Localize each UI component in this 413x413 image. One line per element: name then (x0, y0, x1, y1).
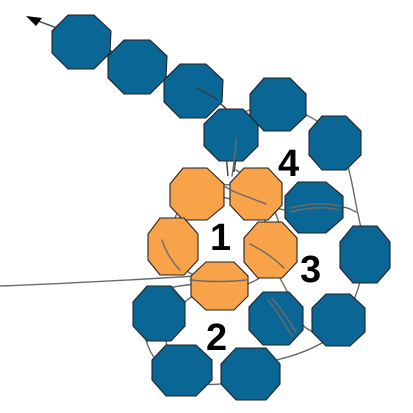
blue-bead (163, 63, 224, 119)
blue-bead (203, 108, 259, 162)
orange-bead (169, 167, 225, 221)
blue-bead (107, 39, 168, 95)
orange-bead (229, 167, 283, 221)
step-label-2: 2 (206, 317, 227, 359)
blue-bead (308, 115, 362, 171)
thread-overlay-segment (267, 299, 293, 337)
thread-tail (0, 275, 197, 287)
thread-overlay-segment (271, 297, 297, 333)
step-label-4: 4 (278, 143, 299, 185)
thread-overlay (161, 87, 341, 337)
thread-overlay-segment (231, 137, 237, 177)
thread-overlay-segment (289, 207, 341, 213)
blue-bead (311, 293, 366, 347)
thread-overlay-segment (223, 185, 267, 205)
blue-bead (151, 344, 213, 397)
orange-bead (147, 217, 199, 276)
thread-overlay-segment (189, 279, 247, 283)
blue-bead (51, 14, 112, 70)
thread-overlay-segment (195, 87, 219, 101)
thread-overlay-segment (289, 203, 341, 209)
bead-chain-exit (51, 14, 224, 119)
blue-bead (248, 291, 304, 346)
thread-overlay-segment (161, 239, 181, 271)
bead-ring-outer (132, 77, 391, 401)
orange-bead (243, 221, 298, 279)
thread-overlay-segment (249, 243, 285, 269)
orange-bead (190, 261, 249, 311)
blue-bead (339, 225, 391, 284)
bead-ring-center (147, 167, 298, 311)
arrow-icon (26, 16, 42, 26)
step-label-1: 1 (210, 217, 231, 259)
blue-bead (220, 347, 281, 401)
blue-bead (132, 285, 186, 342)
step-label-3: 3 (300, 249, 321, 291)
blue-bead (249, 77, 307, 132)
